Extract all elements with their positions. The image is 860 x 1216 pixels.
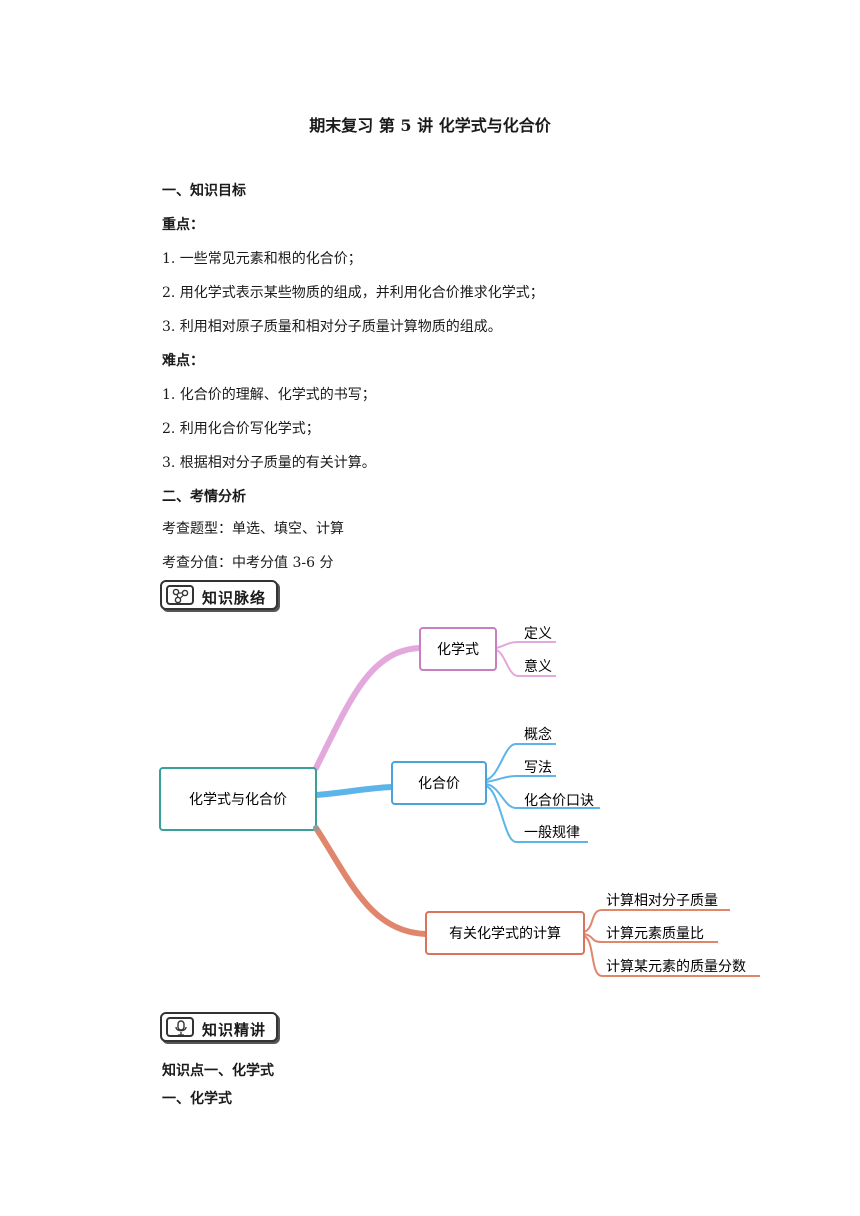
key-point-3: 3. 利用相对原子质量和相对分子质量计算物质的组成。 [162,319,502,335]
exam-score: 考查分值：中考分值 3-6 分 [162,555,334,571]
leaf-general-rules: 一般规律 [524,825,580,841]
branch-label-chemical-formula: 化学式 [437,642,479,658]
sub-heading-chemical-formula: 一、化学式 [162,1091,232,1107]
section-heading-objectives: 一、知识目标 [162,183,246,199]
leaf-valence-rhyme: 化合价口诀 [524,793,594,809]
knowledge-lecture-badge: 知识精讲 [160,1012,278,1042]
branch-node-calculation [425,911,585,955]
key-points-label: 重点： [162,217,204,233]
branch-label-valence: 化合价 [418,776,460,792]
root-connector-dot [313,825,319,831]
network-icon [166,585,194,605]
branch-link-valence [313,784,395,798]
branch-link-chemical-formula [313,645,423,771]
microphone-icon [166,1017,194,1037]
root-node-label: 化学式与化合价 [189,792,287,808]
key-point-2: 2. 用化学式表示某些物质的组成，并利用化合价推求化学式； [162,285,544,301]
knowledge-point-heading: 知识点一、化学式 [162,1063,274,1079]
leaf-concept: 概念 [524,726,552,743]
branch-label-calculation: 有关化学式的计算 [449,926,561,942]
branch-node-chemical-formula [419,627,497,671]
exam-types: 考查题型：单选、填空、计算 [162,521,344,537]
difficulty-label: 难点： [162,353,204,369]
leaf-meaning: 意义 [524,658,552,675]
knowledge-map-badge: 知识脉络 [160,580,278,610]
difficulty-point-3: 3. 根据相对分子质量的有关计算。 [162,455,376,471]
leaf-definition: 定义 [524,626,552,642]
leaf-mass-fraction: 计算某元素的质量分数 [606,959,746,975]
child-links-chemical-formula [495,641,556,677]
child-links-calculation [583,909,760,977]
knowledge-map-label: 知识脉络 [202,589,267,607]
child-links-valence [485,743,600,843]
branch-node-valence [391,761,487,805]
leaf-relative-molecular-mass: 计算相对分子质量 [606,893,718,909]
difficulty-point-2: 2. 利用化合价写化学式； [162,421,320,437]
root-node [159,767,317,831]
leaf-element-mass-ratio: 计算元素质量比 [606,926,704,942]
branch-link-calculation [313,825,429,937]
page-title: 期末复习 第 5 讲 化学式与化合价 [309,116,551,135]
key-point-1: 1. 一些常见元素和根的化合价； [162,251,362,267]
difficulty-point-1: 1. 化合价的理解、化学式的书写； [162,387,376,403]
knowledge-lecture-label: 知识精讲 [202,1021,267,1039]
section-heading-exam: 二、考情分析 [162,489,246,505]
leaf-writing: 写法 [524,760,552,776]
